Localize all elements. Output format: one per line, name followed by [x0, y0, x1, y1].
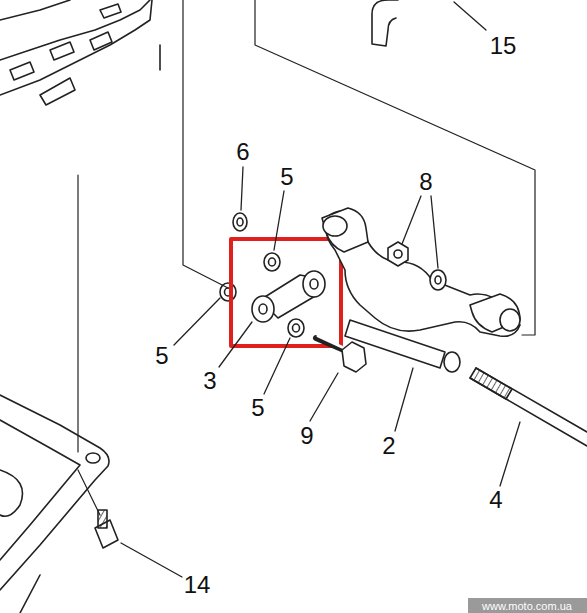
watermark: www.moto.com.ua — [482, 601, 572, 612]
callout-number: 9 — [300, 424, 313, 448]
bracket-boss-end — [500, 309, 520, 331]
sleeve-hole — [259, 304, 267, 314]
leader-lines — [121, 2, 520, 577]
nut-hole — [394, 250, 402, 258]
bolt-shank — [316, 338, 344, 350]
floor-plate — [0, 395, 109, 590]
frame-tab — [40, 78, 75, 105]
guide-line — [77, 175, 78, 452]
callout-number: 5 — [280, 165, 293, 189]
frame-slots — [10, 4, 121, 80]
sleeve-hole — [310, 279, 318, 289]
frame-bracket — [0, 0, 152, 95]
highlight-frame — [231, 239, 341, 346]
callout-number: 8 — [419, 170, 432, 194]
nut — [388, 242, 408, 266]
floor-plate-edge — [0, 420, 80, 560]
bracket-boss — [470, 294, 520, 332]
callout-number: 2 — [382, 434, 395, 458]
callout-number: 5 — [155, 344, 168, 368]
plate-hole — [86, 453, 100, 463]
callout-number: 14 — [184, 573, 211, 597]
washer-hole — [293, 324, 300, 332]
rod-thread — [470, 368, 512, 399]
watermark-bar — [468, 598, 587, 613]
bolt-shank-fill — [318, 336, 344, 348]
callout-number: 4 — [489, 488, 502, 512]
tube-end — [444, 352, 460, 372]
guide-line — [78, 470, 100, 515]
bracket-boss — [322, 208, 368, 252]
plate-edge — [20, 575, 40, 613]
washer-hole — [269, 258, 276, 266]
washer — [264, 253, 280, 271]
washer — [288, 319, 304, 337]
sleeve — [252, 296, 274, 322]
nut-hole — [435, 276, 441, 284]
sleeve — [303, 271, 325, 297]
bolt-head — [342, 342, 366, 372]
washer-hole — [237, 218, 243, 226]
callout-number: 15 — [490, 34, 517, 58]
callout-number: 5 — [251, 396, 264, 420]
clip-part — [372, 0, 398, 46]
threaded-rod — [470, 368, 587, 446]
washer — [220, 283, 236, 301]
callout-number: 3 — [203, 369, 216, 393]
washer — [233, 213, 247, 231]
guide-line — [183, 0, 228, 288]
callout-number: 6 — [236, 140, 249, 164]
bolt-thread — [98, 510, 107, 528]
guide-line — [159, 45, 161, 70]
bracket-boss-end — [323, 216, 347, 236]
plate-cutout — [0, 470, 23, 516]
nut — [430, 270, 446, 290]
